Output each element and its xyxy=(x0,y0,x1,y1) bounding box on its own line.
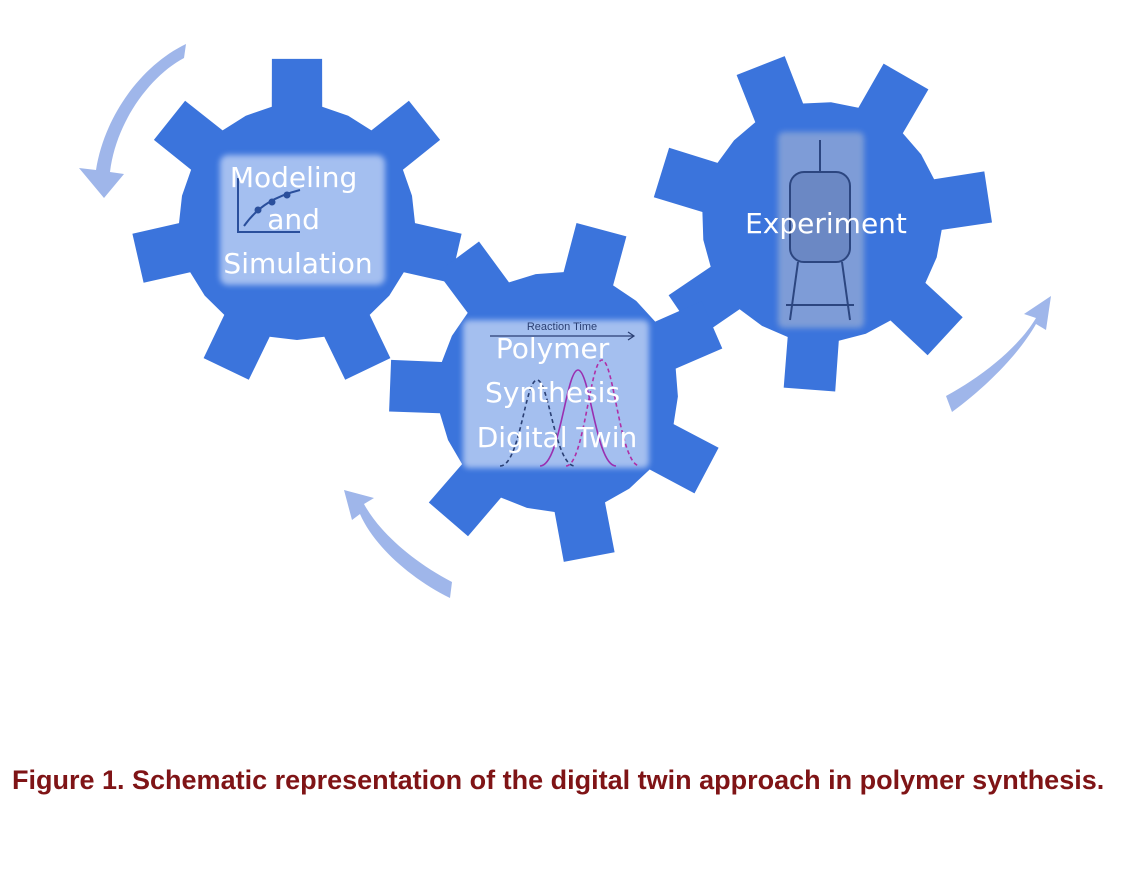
gear-modeling-line-1: Modeling xyxy=(230,161,357,194)
digital-twin-cycle-diagram: Modeling and Simulation Experiment React… xyxy=(79,44,1051,598)
gear-digital-twin-line-1: Polymer xyxy=(496,332,610,365)
chart-icon xyxy=(237,178,301,233)
gear-modeling-line-2: and xyxy=(267,203,320,236)
inset-axis-label: Reaction Time xyxy=(527,321,597,333)
figure-caption: Figure 1. Schematic representation of th… xyxy=(12,765,1105,795)
gear-experiment: Experiment xyxy=(653,56,992,392)
svg-text:Modeling and Simul: Modeling and Simulation xyxy=(223,161,372,280)
gear-digital-twin-line-2: Synthesis xyxy=(485,376,620,409)
inset-distribution-curves xyxy=(499,359,641,467)
gear-digital-twin-line-3: Digital Twin xyxy=(477,421,638,454)
svg-text:Polymer Synthesis: Polymer Synthesis Digital Twin xyxy=(477,332,638,454)
cycle-arrow-bottom xyxy=(344,490,452,598)
modeling-inset-image xyxy=(220,155,385,285)
reactor-icon xyxy=(786,140,854,321)
gear-modeling-line-3: Simulation xyxy=(223,247,372,280)
gear-experiment-label: Experiment xyxy=(745,207,907,240)
cycle-arrow-top-left xyxy=(79,44,186,198)
gear-modeling: Modeling and Simulation xyxy=(132,58,462,380)
inset-axis-arrow xyxy=(490,331,636,341)
gear-digital-twin: Reaction Time Polymer Synthesis Digital … xyxy=(389,223,723,562)
digital-twin-inset-plot xyxy=(463,320,649,468)
cycle-arrow-right xyxy=(946,296,1051,412)
